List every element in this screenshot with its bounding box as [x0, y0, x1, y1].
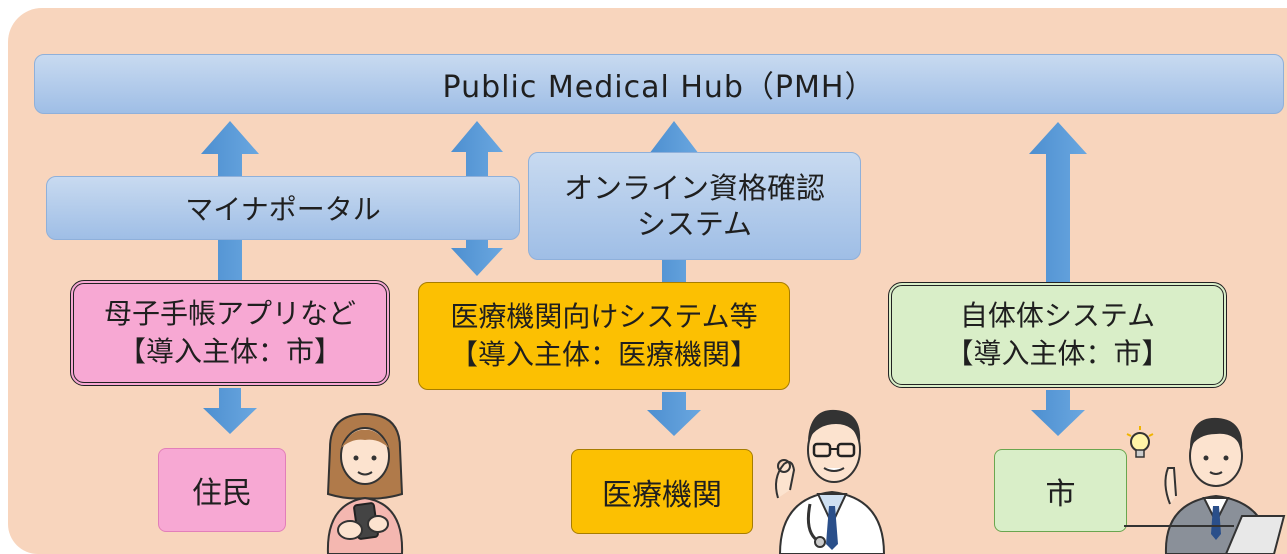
- arrow-down-city: [1031, 390, 1085, 436]
- medical-system-line2: 【導入主体：医療機関】: [449, 338, 758, 371]
- boshi-app-line2: 【導入主体：市】: [117, 335, 342, 368]
- medical-institution-box: 医療機関: [571, 449, 753, 534]
- arrow-up-municipal: [1029, 122, 1087, 284]
- online-check-line1: オンライン資格確認: [563, 170, 825, 205]
- medical-institution-label: 医療機関: [602, 477, 722, 513]
- pmh-label: Public Medical Hub（PMH）: [442, 70, 876, 105]
- arrow-down-medical: [647, 392, 701, 436]
- online-check-box: オンライン資格確認 システム: [528, 152, 861, 260]
- municipal-system-box: 自体体システム 【導入主体：市】: [888, 282, 1227, 388]
- pmh-box: Public Medical Hub（PMH）: [34, 54, 1284, 114]
- boshi-app-box: 母子手帳アプリなど 【導入主体：市】: [70, 280, 390, 386]
- medical-system-box: 医療機関向けシステム等 【導入主体：医療機関】: [418, 282, 790, 390]
- mynaportal-label: マイナポータル: [185, 193, 381, 226]
- medical-system-line1: 医療機関向けシステム等: [450, 300, 758, 334]
- city-label: 市: [1045, 476, 1076, 512]
- mynaportal-box: マイナポータル: [46, 176, 520, 240]
- municipal-system-line2: 【導入主体：市】: [945, 337, 1170, 370]
- woman-with-phone-illustration: [326, 412, 404, 554]
- city-official-illustration: [1124, 417, 1286, 554]
- resident-label: 住民: [192, 476, 252, 511]
- city-box: 市: [994, 449, 1127, 532]
- online-check-line2: システム: [636, 207, 753, 241]
- doctor-illustration: [775, 409, 886, 554]
- boshi-app-line1: 母子手帳アプリなど: [103, 297, 356, 331]
- resident-box: 住民: [158, 448, 286, 532]
- arrow-down-resident: [203, 388, 257, 434]
- municipal-system-line1: 自体体システム: [959, 299, 1156, 333]
